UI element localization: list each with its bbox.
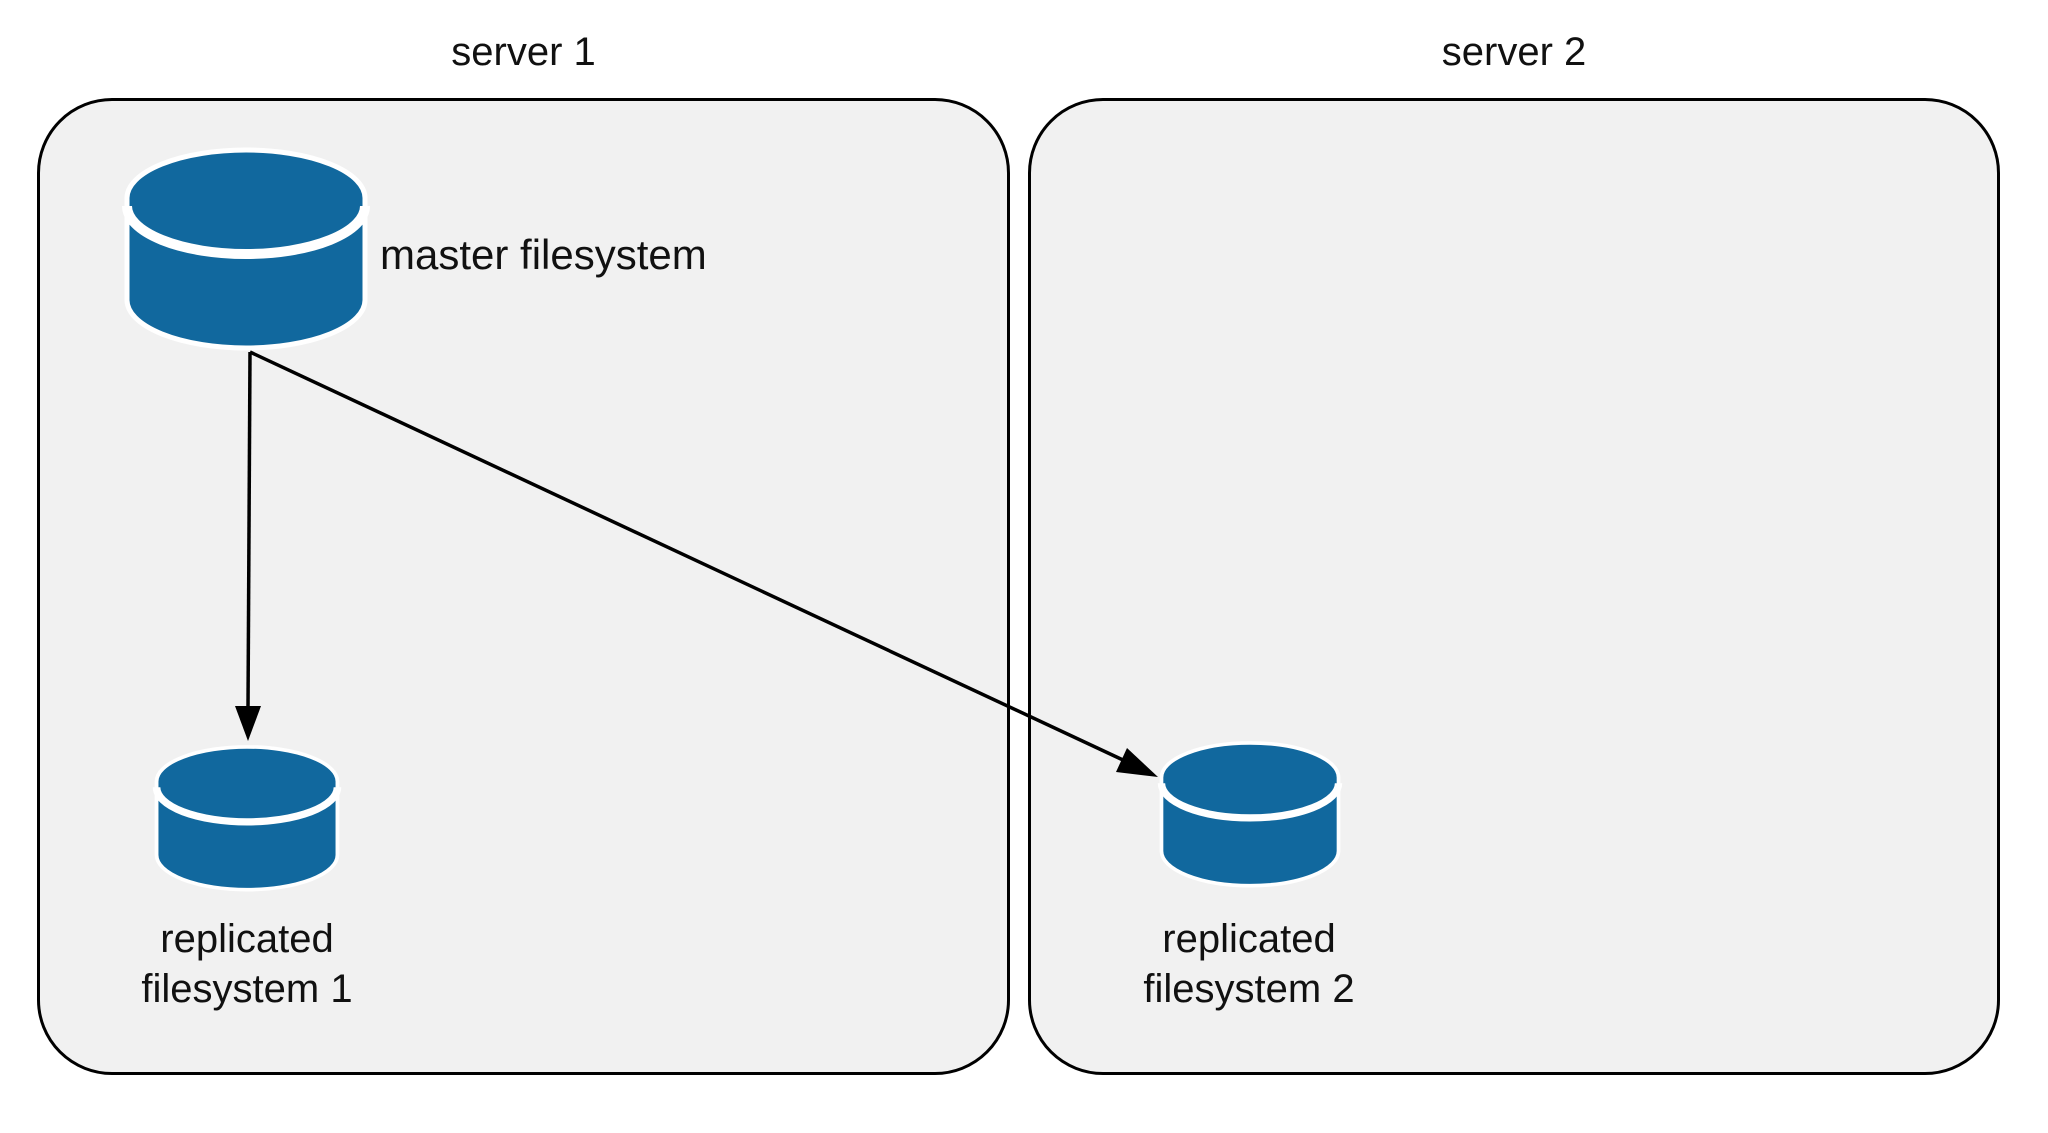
replica1-label: replicated filesystem 1 — [67, 914, 427, 1014]
server2-box — [1028, 98, 2000, 1075]
arrow-master-to-replica2 — [249, 350, 1158, 777]
database-icon — [152, 745, 342, 892]
database-icon — [1157, 741, 1343, 888]
replica2-label-line1: replicated — [1162, 917, 1336, 961]
replica1-label-line2: filesystem 1 — [141, 967, 353, 1011]
arrow-master-to-replica1 — [235, 351, 261, 741]
replica2-label-line2: filesystem 2 — [1143, 967, 1355, 1011]
master-filesystem-label: master filesystem — [380, 231, 707, 278]
replica1-label-line1: replicated — [160, 917, 334, 961]
cylinder-stripe — [152, 786, 342, 826]
cylinder-stripe — [122, 205, 370, 259]
database-icon — [122, 147, 370, 351]
cylinder-stripe — [1157, 782, 1343, 822]
server2-title: server 2 — [1441, 30, 1587, 74]
replica2-label: replicated filesystem 2 — [1069, 914, 1429, 1014]
server1-title: server 1 — [451, 30, 596, 74]
